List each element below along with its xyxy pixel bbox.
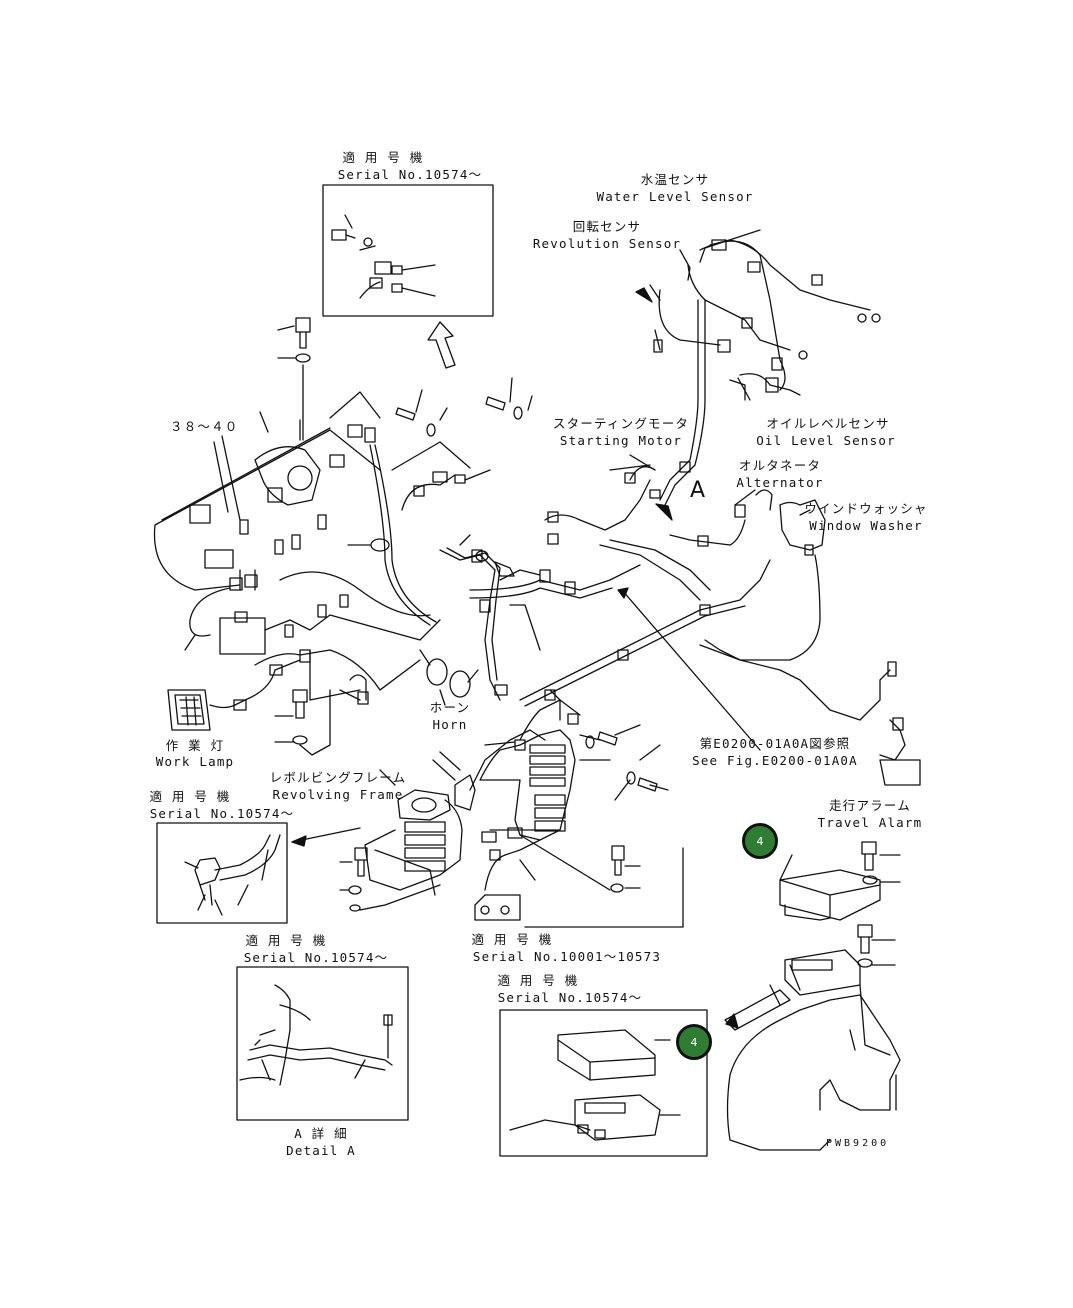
- work-lamp-label: Work Lamp: [155, 754, 235, 769]
- detail-a-jp-label: A 詳 細: [294, 1126, 348, 1141]
- bolts-lamp: [274, 689, 331, 756]
- bolt-stack-left: [277, 317, 311, 441]
- horn-label: Horn: [432, 717, 468, 732]
- window-washer-label: Window Washer: [809, 518, 923, 533]
- callout-badge[interactable]: 4: [676, 1024, 712, 1060]
- serial-bottom-label: Serial No.10574～: [497, 990, 643, 1005]
- main-harness: [153, 424, 441, 705]
- revolution-sensor-label: Revolution Sensor: [532, 236, 682, 251]
- serial-left-label: Serial No.10574～: [149, 806, 295, 821]
- serial-detail-label: Serial No.10574～: [243, 950, 389, 965]
- travel-alarm-assembly: [726, 841, 901, 1151]
- bolts-upper: [329, 377, 533, 511]
- revolving-frame-label: Revolving Frame: [272, 787, 404, 802]
- oil-sensor-jp-label: オイルレベルセンサ: [766, 416, 890, 431]
- serial-detail-jp-label: 適 用 号 機: [245, 933, 327, 948]
- callout-badge[interactable]: 4: [742, 823, 778, 859]
- range-38-40-label: ３８～４０: [170, 419, 239, 434]
- starting-motor-jp-label: スターティングモータ: [552, 416, 690, 431]
- work-lamp-jp-label: 作 業 灯: [165, 738, 225, 753]
- drawing-code: PWB9200: [826, 1138, 890, 1149]
- alternator-jp-label: オルタネータ: [738, 458, 822, 473]
- inset-arrow-up: [427, 321, 456, 369]
- horn-jp-label: ホーン: [429, 700, 471, 715]
- oil-sensor-label: Oil Level Sensor: [756, 433, 896, 448]
- serial-mid-jp-label: 適 用 号 機: [471, 932, 553, 947]
- serial-left-jp-label: 適 用 号 機: [149, 789, 231, 804]
- revolving-frame-jp-label: レボルビングフレーム: [269, 770, 407, 785]
- inset-top-serial: [322, 184, 494, 317]
- travel-alarm-jp-label: 走行アラーム: [829, 798, 911, 813]
- see-fig-jp-label: 第E0200-01A0A図参照: [699, 736, 851, 751]
- window-washer-jp-label: ウインドウォッシャ: [804, 501, 928, 516]
- see-fig-label: See Fig.E0200-01A0A: [692, 753, 858, 768]
- inset-left-serial: [156, 822, 361, 924]
- detail-a-marker: A: [690, 478, 707, 503]
- starting-motor-label: Starting Motor: [559, 433, 683, 448]
- inset-bottom-serial: [499, 989, 791, 1157]
- detail-a-label: Detail A: [286, 1143, 356, 1158]
- right-harness: [653, 239, 881, 506]
- serial-top-label: Serial No.10574～: [337, 167, 483, 182]
- serial-top-jp-label: 適 用 号 機: [342, 150, 424, 165]
- starter-alternator-area: [544, 461, 826, 661]
- alternator-label: Alternator: [736, 475, 824, 490]
- serial-mid-label: Serial No.10001～10573: [472, 949, 662, 964]
- serial-bottom-jp-label: 適 用 号 機: [497, 973, 579, 988]
- inset-mid-serial: [339, 827, 684, 928]
- water-sensor-jp-label: 水温センサ: [640, 172, 710, 187]
- revolution-sensor-jp-label: 回転センサ: [572, 219, 642, 234]
- horn-area: [419, 534, 541, 701]
- inset-detail-a: [236, 966, 409, 1121]
- leader-lines: [184, 229, 811, 801]
- travel-alarm-label: Travel Alarm: [817, 815, 923, 830]
- work-lamp: [167, 689, 247, 731]
- revolving-frame-assembly: [364, 689, 669, 896]
- central-harness: [469, 559, 921, 786]
- water-sensor-label: Water Level Sensor: [596, 189, 754, 204]
